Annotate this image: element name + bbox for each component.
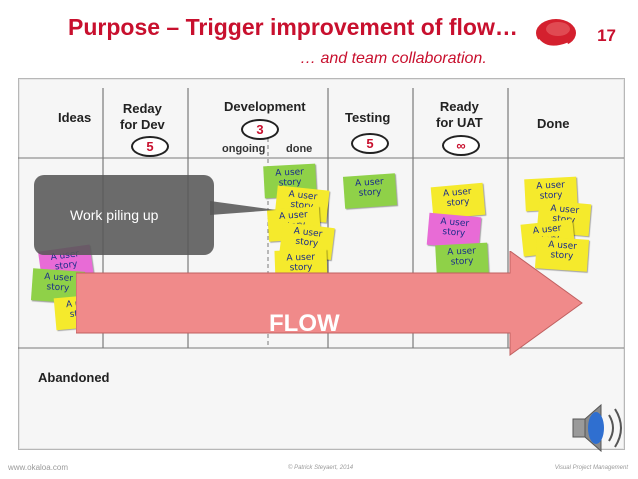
callout-label: Work piling up — [70, 207, 159, 223]
footer-website: www.okaloa.com — [8, 463, 69, 472]
wip-limit-development: 3 — [241, 119, 279, 140]
column-ready-for-dev: Reday for Dev — [120, 101, 165, 132]
footer-deck-name: Visual Project Management — [554, 465, 628, 471]
column-testing: Testing — [345, 110, 391, 125]
slide-title: Purpose – Trigger improvement of flow… — [68, 14, 518, 40]
wip-limit-ready-for-dev: 5 — [131, 136, 169, 157]
wip-limit-ready-for-uat: ∞ — [442, 135, 480, 156]
subcolumn-ongoing: ongoing — [222, 143, 266, 155]
speaker-icon[interactable] — [567, 395, 629, 461]
flow-label: FLOW — [269, 310, 340, 337]
slide-subtitle: … and team collaboration. — [300, 50, 487, 67]
subcolumn-done: done — [286, 143, 313, 155]
story-note: A user story — [342, 173, 398, 209]
column-ready-for-uat: Ready for UAT — [436, 99, 483, 130]
column-done: Done — [537, 116, 570, 131]
footer-copyright: © Patrick Steyaert, 2014 — [288, 465, 354, 471]
flow-arrow — [76, 251, 583, 356]
column-development: Development — [224, 99, 306, 114]
column-ideas: Ideas — [58, 110, 92, 125]
abandoned-label: Abandoned — [38, 370, 110, 385]
callout-pointer — [210, 201, 276, 215]
work-piling-callout: Work piling up — [34, 175, 214, 255]
okaloa-logo — [536, 19, 576, 49]
wip-limit-testing: 5 — [351, 133, 389, 154]
slide-number: 17 — [597, 26, 616, 45]
